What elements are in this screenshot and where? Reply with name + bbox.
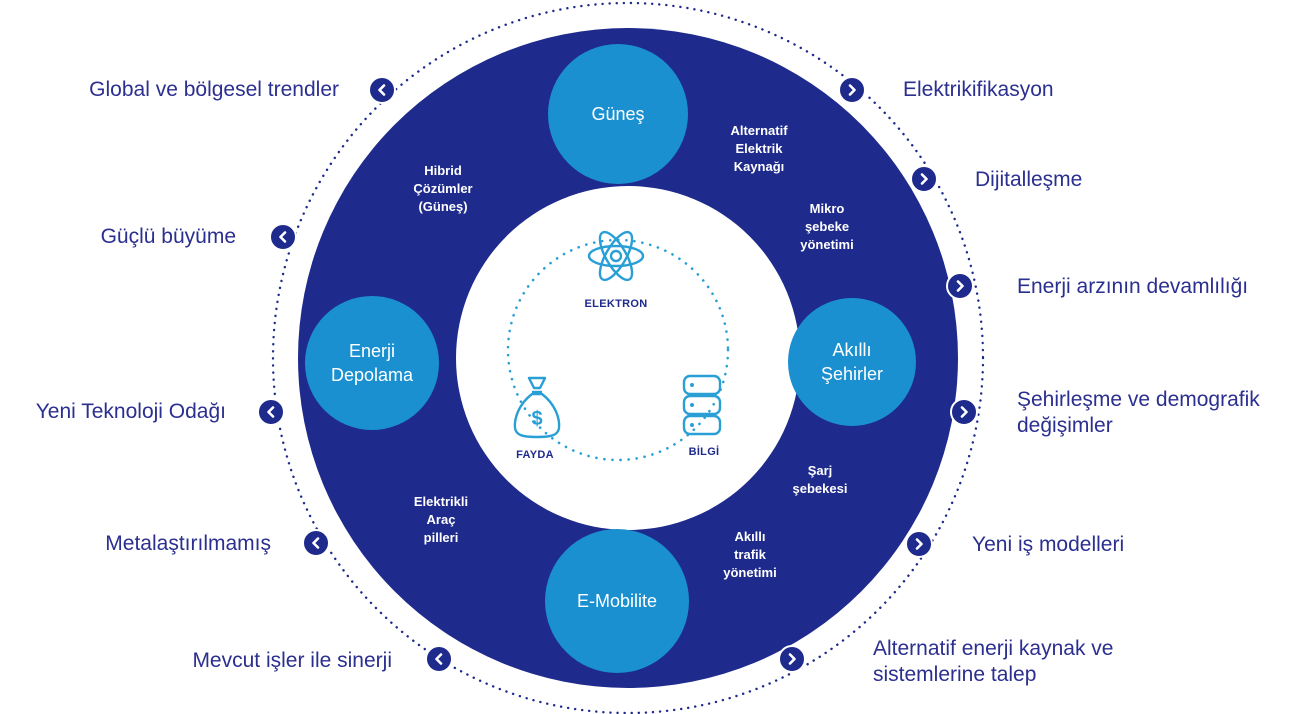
core-label-bilgi: BİLGİ bbox=[688, 446, 720, 458]
marker-right-dijitallesme[interactable] bbox=[910, 165, 938, 193]
node-enerji-depolama-label: Enerji Depolama bbox=[330, 341, 414, 385]
atom-icon bbox=[587, 230, 645, 282]
ring-text-hibrid: Hibrid Çözümler (Güneş) bbox=[413, 163, 473, 214]
core-label-elektron: ELEKTRON bbox=[584, 298, 648, 310]
ring-text-alternatif: Alternatif Elektrik Kaynağı bbox=[730, 123, 788, 174]
marker-right-alternatif-enerji[interactable] bbox=[778, 645, 806, 673]
marker-right-sehirlesme[interactable] bbox=[950, 398, 978, 426]
label-yeni-teknoloji: Yeni Teknoloji Odağı bbox=[35, 400, 226, 423]
label-alternatif-enerji: Alternatif enerji kaynak ve sistemlerine… bbox=[873, 637, 1114, 686]
marker-left-metalastirilmamis[interactable] bbox=[302, 529, 330, 557]
core-label-fayda: FAYDA bbox=[516, 449, 554, 461]
chevron-right-icon bbox=[788, 653, 796, 665]
node-akilli-sehirler-label: Akıllı Şehirler bbox=[820, 340, 884, 384]
marker-right-elektrikifikasyon[interactable] bbox=[838, 76, 866, 104]
label-dijitallesme: Dijitalleşme bbox=[975, 168, 1083, 191]
ring-text-mikro: Mikro şebeke yönetimi bbox=[800, 201, 854, 252]
label-metalastirilmamis: Metalaştırılmamış bbox=[105, 532, 271, 555]
node-enerji-depolama[interactable]: Enerji Depolama bbox=[305, 296, 439, 430]
label-mevcut-isler: Mevcut işler ile sinerji bbox=[192, 649, 392, 672]
node-akilli-sehirler[interactable]: Akıllı Şehirler bbox=[788, 298, 916, 426]
chevron-left-icon bbox=[267, 406, 275, 418]
label-sehirlesme: Şehirleşme ve demografik değişimler bbox=[1017, 388, 1260, 437]
node-e-mobilite[interactable]: E-Mobilite bbox=[545, 529, 689, 673]
marker-left-global[interactable] bbox=[368, 76, 396, 104]
marker-left-teknoloji[interactable] bbox=[257, 398, 285, 426]
node-gunes[interactable]: Güneş bbox=[548, 44, 688, 184]
label-global-trendler: Global ve bölgesel trendler bbox=[89, 78, 339, 101]
chevron-right-icon bbox=[915, 538, 923, 550]
marker-right-enerji-arzi[interactable] bbox=[946, 272, 974, 300]
core-circle bbox=[456, 186, 800, 530]
ring-text-trafik: Akıllı trafik yönetimi bbox=[723, 529, 777, 580]
chevron-left-icon bbox=[312, 537, 320, 549]
node-e-mobilite-label: E-Mobilite bbox=[576, 591, 658, 611]
label-enerji-arzi: Enerji arzının devamlılığı bbox=[1017, 275, 1249, 298]
chevron-left-icon bbox=[435, 653, 443, 665]
chevron-right-icon bbox=[956, 280, 964, 292]
marker-right-is-modelleri[interactable] bbox=[905, 530, 933, 558]
svg-text:$: $ bbox=[531, 408, 542, 430]
marker-left-sinerji[interactable] bbox=[425, 645, 453, 673]
chevron-left-icon bbox=[279, 231, 287, 243]
marker-left-buyume[interactable] bbox=[269, 223, 297, 251]
outer-dotted-ring bbox=[271, 1, 985, 714]
node-gunes-label: Güneş bbox=[591, 104, 645, 124]
ring-text-arac: Elektrikli Araç pilleri bbox=[413, 494, 469, 545]
chevron-right-icon bbox=[960, 406, 968, 418]
label-guclu-buyume: Güçlü büyüme bbox=[100, 225, 236, 248]
database-icon bbox=[682, 374, 722, 436]
label-yeni-is-modelleri: Yeni iş modelleri bbox=[972, 533, 1125, 556]
label-elektrikifikasyon: Elektrikifikasyon bbox=[903, 78, 1054, 101]
chevron-left-icon bbox=[378, 84, 386, 96]
money-bag-icon: $ bbox=[513, 376, 561, 439]
chevron-right-icon bbox=[920, 173, 928, 185]
chevron-right-icon bbox=[848, 84, 856, 96]
ring-text-sarj: Şarj şebekesi bbox=[792, 463, 848, 496]
